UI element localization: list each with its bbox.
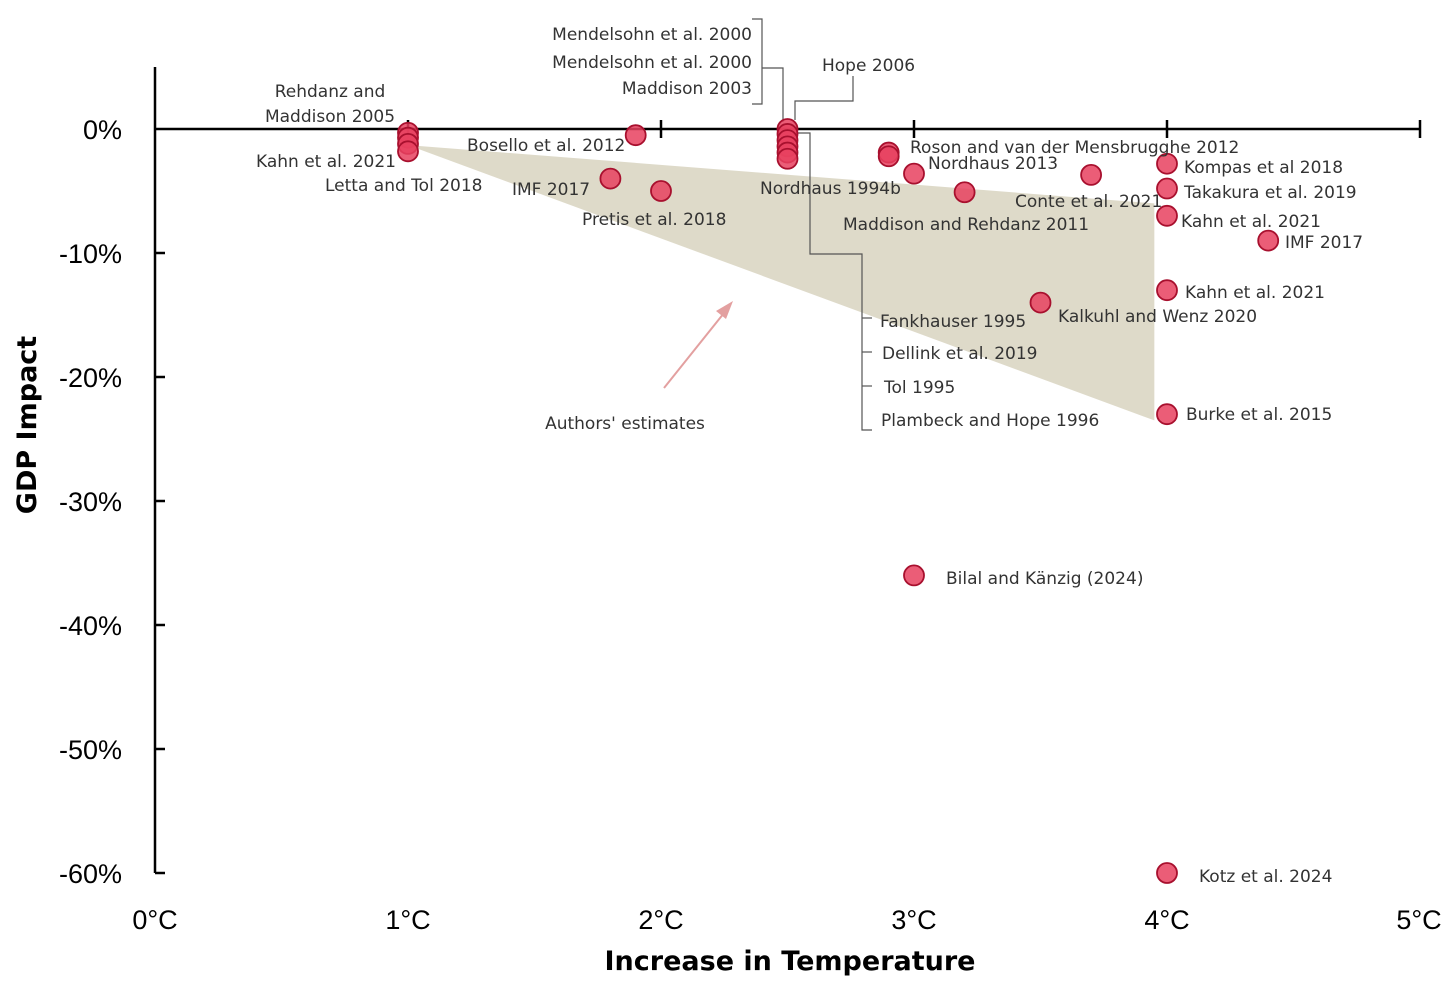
label-dellink-2019: Dellink et al. 2019: [882, 344, 1037, 364]
x-tick-label: 1°C: [385, 905, 430, 935]
data-point: [903, 564, 925, 587]
label-imf-2017-1-8c: IMF 2017: [512, 180, 590, 200]
label-kahn-2021-1c: Kahn et al. 2021: [256, 152, 396, 172]
data-point: [1156, 279, 1178, 302]
data-point: [1156, 403, 1178, 426]
y-tick-label: -10%: [59, 239, 122, 269]
authors-estimates-arrowhead: [716, 301, 733, 319]
label-kahn-2021-4c-a: Kahn et al. 2021: [1181, 212, 1321, 232]
label-maddison-rehdanz-2011: Maddison and Rehdanz 2011: [843, 215, 1089, 235]
label-bilal-kanzig-2024: Bilal and Känzig (2024): [946, 569, 1143, 589]
y-tick-label: -50%: [59, 735, 122, 765]
label-mendelsohn-2000-b: Mendelsohn et al. 2000: [552, 53, 752, 73]
label-kalkuhl-wenz-2020: Kalkuhl and Wenz 2020: [1058, 307, 1257, 327]
y-tick-label: -30%: [59, 487, 122, 517]
label-mendelsohn-2000-a: Mendelsohn et al. 2000: [552, 25, 752, 45]
label-fankhauser-1995: Fankhauser 1995: [880, 312, 1026, 332]
label-maddison-2003: Maddison 2003: [622, 79, 752, 99]
label-pretis-2018: Pretis et al. 2018: [582, 210, 726, 230]
authors-estimates-region: [408, 145, 1155, 421]
label-letta-tol-2018: Letta and Tol 2018: [325, 176, 482, 196]
leader-mendelsohn-connector: [762, 67, 784, 122]
x-tick-label: 5°C: [1396, 905, 1441, 935]
data-point: [1257, 229, 1280, 252]
label-rehdanz-line1: Rehdanz and: [275, 82, 386, 102]
data-point: [1029, 291, 1052, 314]
label-takakura-2019: Takakura et al. 2019: [1183, 183, 1357, 203]
data-point: [1156, 204, 1178, 227]
point-layer: [397, 118, 1280, 884]
label-nordhaus-1994b: Nordhaus 1994b: [760, 179, 901, 199]
leader-line-layer: [663, 18, 872, 431]
label-tol-1995: Tol 1995: [883, 378, 955, 398]
label-kotz-2024: Kotz et al. 2024: [1199, 867, 1332, 887]
data-point: [1156, 177, 1178, 200]
label-conte-2021: Conte et al. 2021: [1015, 192, 1162, 212]
authors-estimates-arrow: [663, 307, 729, 389]
x-tick-label: 2°C: [638, 905, 683, 935]
label-bosello-2012: Bosello et al. 2012: [467, 136, 625, 156]
data-point: [599, 167, 622, 190]
leader-nordhaus-1994b: [796, 132, 872, 431]
shaded-region-layer: [408, 145, 1155, 421]
label-roson-2012: Roson and van der Mensbrugghe 2012: [910, 138, 1239, 158]
data-point: [650, 180, 672, 202]
y-tick-label: -20%: [59, 363, 122, 393]
data-point: [397, 140, 419, 163]
x-axis-title: Increase in Temperature: [605, 946, 976, 977]
label-kompas-2018: Kompas et al 2018: [1184, 158, 1343, 178]
data-point: [1156, 152, 1178, 175]
y-tick-label: -60%: [59, 859, 122, 889]
data-point: [1080, 163, 1102, 186]
x-tick-label: 4°C: [1144, 905, 1189, 935]
data-point: [776, 147, 799, 170]
data-point: [953, 181, 976, 204]
y-tick-label: 0%: [83, 115, 122, 145]
label-plambeck-hope-1996: Plambeck and Hope 1996: [881, 411, 1099, 431]
y-tick-label: -40%: [59, 611, 122, 641]
y-axis-title: GDP Impact: [12, 336, 43, 514]
label-layer: Mendelsohn et al. 2000 Mendelsohn et al.…: [256, 25, 1363, 887]
data-point: [877, 145, 900, 168]
label-hope-2006: Hope 2006: [822, 56, 915, 76]
data-point: [903, 162, 925, 185]
authors-estimates-label: Authors' estimates: [545, 414, 705, 434]
leader-mendelsohn-bracket: [752, 18, 763, 105]
label-imf-2017-4-4c: IMF 2017: [1285, 233, 1363, 253]
tick-layer: 0°C 1°C 2°C 3°C 4°C 5°C 0% -10% -20% -30% -40% -50%…: [59, 115, 1442, 935]
label-burke-2015: Burke et al. 2015: [1186, 405, 1332, 425]
label-kahn-2021-4c-b: Kahn et al. 2021: [1185, 283, 1325, 303]
x-tick-label: 0°C: [132, 905, 177, 935]
leader-hope-2006: [794, 76, 854, 120]
data-point: [624, 124, 647, 147]
x-tick-label: 3°C: [891, 905, 936, 935]
data-point: [1156, 862, 1178, 884]
label-nordhaus-2013: Nordhaus 2013: [928, 154, 1058, 174]
label-rehdanz-line2: Maddison 2005: [265, 107, 395, 127]
